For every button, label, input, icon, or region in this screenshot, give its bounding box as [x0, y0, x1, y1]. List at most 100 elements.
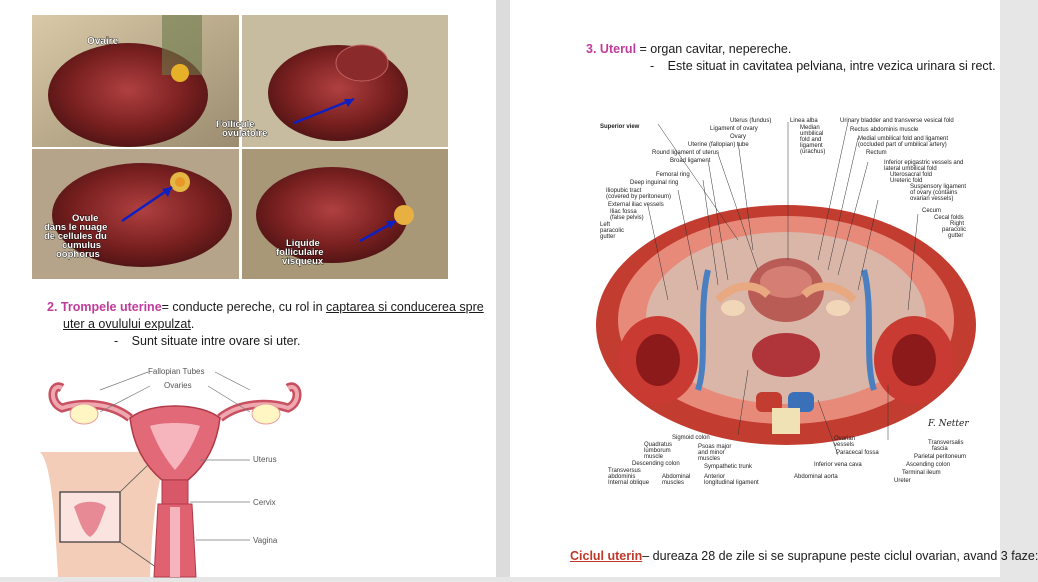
label-medial-umbilical: Medial umbilical fold and ligament — [858, 136, 948, 142]
label-liquide-2: folliculaire — [276, 247, 324, 258]
page-gutter — [496, 0, 510, 577]
label-suspensory-2: of ovary (contains — [910, 190, 957, 196]
label-median-umbilical-4: ligament — [800, 143, 823, 149]
label-uterosacral: Uterosacral fold — [890, 172, 932, 178]
label-median-umbilical-5: (urachus) — [800, 149, 825, 155]
item-2-line-1: 2. Trompele uterine= conducte pereche, c… — [47, 300, 484, 314]
label-uterine-tube: Uterine (fallopian) tube — [688, 142, 749, 148]
label-inferior-epigastric: Inferior epigastric vessels and — [884, 160, 963, 166]
item-2-number: 2. — [47, 300, 58, 314]
label-ovarian-vessels-2: vessels — [834, 442, 854, 448]
label-urinary-bladder: Urinary bladder and transverse vesical f… — [840, 118, 954, 124]
label-right-paracolic-3: gutter — [948, 233, 963, 239]
label-broad-ligament: Broad ligament — [670, 158, 711, 164]
label-iliac-fossa: Iliac fossa — [610, 209, 637, 215]
uterus-diagram: Fallopian Tubes Ovaries Uterus Cervix Va… — [40, 362, 310, 578]
label-cecum: Cecum — [922, 208, 941, 214]
label-liquide-1: Liquide — [286, 238, 320, 249]
label-left-paracolic-3: gutter — [600, 234, 615, 240]
label-follicule-2: ovulatoire — [222, 128, 267, 139]
item-2-keyword: Trompele uterine — [60, 300, 162, 314]
label-liquide-3: visqueux — [282, 256, 324, 267]
item-2-period: . — [190, 317, 195, 331]
label-ovule-2: dans le nuage — [44, 222, 107, 233]
label-medial-umbilical-2: (occluded part of umbilical artery) — [858, 142, 947, 148]
label-ovule-5: oophorus — [56, 249, 100, 260]
label-ovaire: Ovaire — [87, 36, 119, 47]
document-page-left: Ovaire Follicule ovulatoire Ovule dans l… — [0, 0, 496, 578]
artist-signature: F. Netter — [927, 419, 969, 429]
label-median-umbilical-2: umbilical — [800, 131, 823, 137]
label-transversus-2: abdominis — [608, 474, 635, 480]
label-ovule-3: de cellules du — [44, 231, 107, 242]
item-3-keyword: Uterul — [599, 42, 637, 56]
label-sympathetic-trunk: Sympathetic trunk — [704, 464, 753, 470]
item-3-text: = organ cavitar, nepereche. — [636, 42, 792, 56]
label-quadratus-2: lumborum — [644, 448, 671, 454]
label-quadratus: Quadratus — [644, 442, 672, 448]
label-inferior-vena-cava: Inferior vena cava — [814, 462, 862, 468]
label-rectus-abdominis: Rectus abdominis muscle — [850, 127, 919, 133]
label-median-umbilical-3: fold and — [800, 137, 821, 143]
label-internal-oblique: Internal oblique — [608, 480, 650, 486]
label-psoas-3: muscles — [698, 456, 720, 462]
label-ureteric: Ureteric fold — [890, 178, 922, 184]
label-iliopubic-tract-2: (covered by peritoneum) — [606, 194, 671, 200]
label-uterus: Uterus — [253, 455, 277, 464]
label-left-paracolic-2: paracolic — [600, 228, 624, 234]
label-external-iliac: External iliac vessels — [608, 202, 664, 208]
label-terminal-ileum: Terminal ileum — [902, 470, 941, 476]
bullet-dash: - — [114, 334, 119, 348]
label-cervix: Cervix — [253, 498, 276, 507]
label-inferior-epigastric-2: lateral umbilical fold — [884, 166, 937, 172]
item-2-text: = conducte pereche, cu rol in — [161, 300, 326, 314]
label-ovule-4: cumulus — [62, 240, 101, 251]
label-muscles: muscles — [662, 480, 684, 486]
ciclul-keyword: Ciclul uterin — [570, 549, 643, 563]
bullet-dash: - — [650, 59, 655, 73]
ciclul-uterin-line: Ciclul uterin– dureaza 28 de zile si se … — [570, 549, 1038, 563]
label-superior-view: Superior view — [600, 124, 640, 130]
item-3-number: 3. — [586, 42, 597, 56]
label-cecal-folds: Cecal folds — [934, 215, 964, 221]
label-follicule-1: Follicule — [216, 119, 255, 130]
label-iliopubic-tract: Iliopubic tract — [606, 188, 642, 194]
label-abdominal-aorta: Abdominal aorta — [794, 474, 838, 480]
item-2-bullet-text: Sunt situate intre ovare si uter. — [131, 334, 301, 348]
label-ovary: Ovary — [730, 134, 746, 140]
label-deep-inguinal-ring: Deep inguinal ring — [630, 180, 678, 186]
label-ureter: Ureter — [894, 478, 911, 484]
label-anterior: Anterior — [704, 474, 725, 480]
label-parietal-peritoneum: Parietal peritoneum — [914, 454, 966, 460]
item-2-line-2: uter a ovulului expulzat. — [63, 317, 194, 331]
label-right-paracolic: Right — [950, 221, 964, 227]
label-paracecal-fossa: Paracecal fossa — [836, 450, 879, 456]
label-suspensory: Suspensory ligament — [910, 184, 966, 190]
label-ovaries: Ovaries — [164, 381, 192, 390]
pelvis-atlas-illustration: Superior view Uterus (fundus) Ligament o… — [588, 110, 983, 490]
label-descending-colon: Descending colon — [632, 461, 680, 467]
label-abdominal: Abdominal — [662, 474, 690, 480]
label-ascending-colon: Ascending colon — [906, 462, 950, 468]
label-fallopian-tubes: Fallopian Tubes — [148, 367, 204, 376]
label-linea-alba: Linea alba — [790, 118, 818, 124]
label-suspensory-3: ovarian vessels) — [910, 196, 953, 202]
label-transversalis: Transversalis — [928, 440, 963, 446]
label-vagina: Vagina — [253, 536, 278, 545]
label-transversalis-2: fascia — [932, 446, 948, 452]
label-ovule-1: Ovule — [72, 213, 98, 224]
label-transversus: Transversus — [608, 468, 641, 474]
label-iliac-fossa-2: (false pelvis) — [610, 215, 644, 221]
label-ovarian-vessels: Ovarian — [834, 436, 855, 442]
label-median-umbilical: Median — [800, 125, 820, 131]
item-2-underlined-2: uter a ovulului expulzat — [63, 317, 191, 331]
label-quadratus-3: muscle — [644, 454, 664, 460]
label-femoral-ring: Femoral ring — [656, 172, 690, 178]
item-3-line-1: 3. Uterul = organ cavitar, nepereche. — [586, 42, 791, 56]
label-anterior-longitudinal: longitudinal ligament — [704, 480, 759, 486]
label-psoas-2: and minor — [698, 450, 725, 456]
item-3-bullet-text: Este situat in cavitatea pelviana, intre… — [667, 59, 996, 73]
document-page-right: 3. Uterul = organ cavitar, nepereche. - … — [510, 0, 1038, 577]
item-3-bullet: - Este situat in cavitatea pelviana, int… — [650, 59, 996, 73]
item-2-underlined: captarea si conducerea spre — [326, 300, 484, 314]
